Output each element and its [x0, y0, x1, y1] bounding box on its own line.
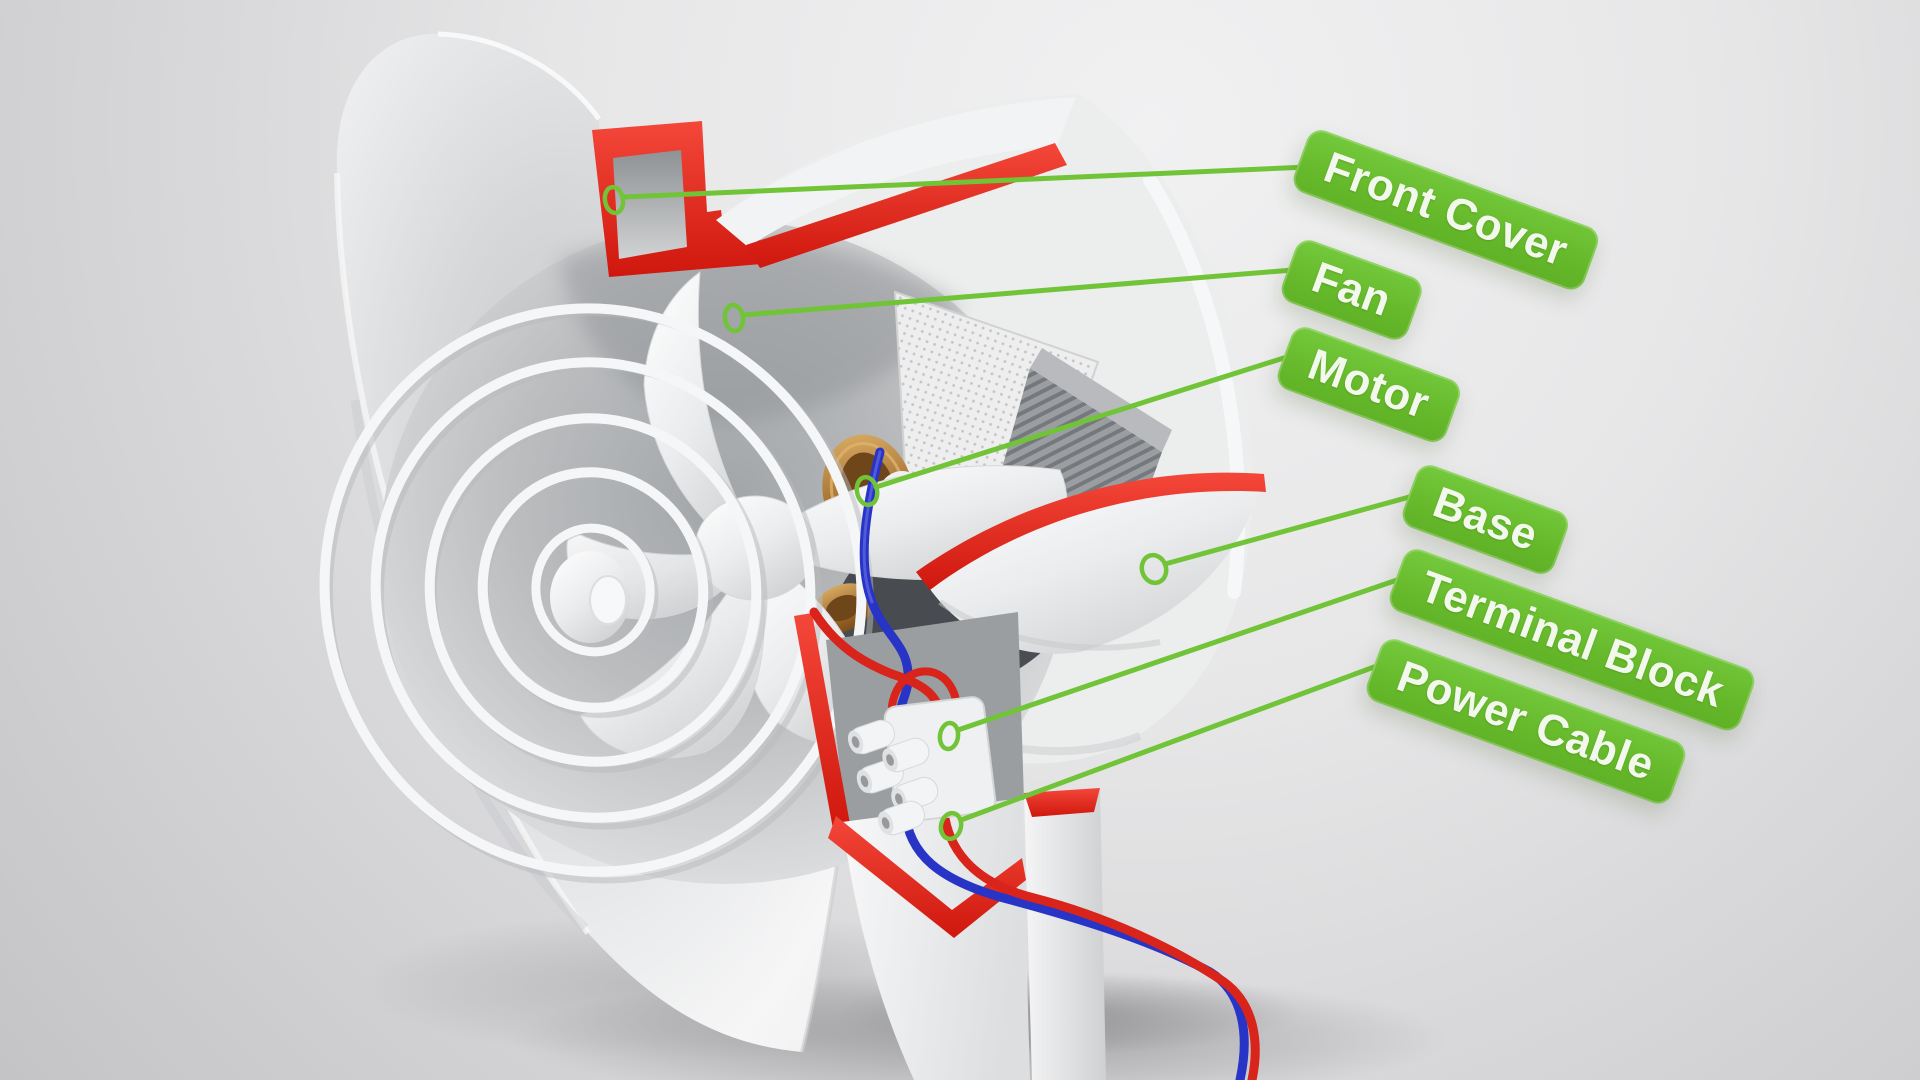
callout-line-motor — [873, 353, 1293, 490]
callout-marker-base — [1139, 552, 1169, 586]
callout-markers — [602, 184, 1169, 842]
callout-line-terminal-block — [955, 576, 1403, 733]
base-cut-edge-v — [828, 816, 1026, 938]
callout-marker-power-cable — [938, 810, 964, 842]
front-cover-cut-edge — [592, 121, 773, 277]
callout-line-fan — [740, 267, 1296, 318]
callout-marker-terminal-block — [937, 720, 961, 752]
callout-line-base — [1162, 493, 1416, 567]
callout-lines — [620, 164, 1416, 823]
wall-plate-cut-edge — [1024, 788, 1100, 817]
base-cut-edge-vertical — [794, 613, 850, 829]
red-wire-loop — [888, 667, 960, 710]
callout-marker-front-cover — [602, 184, 626, 216]
callout-line-front-cover — [620, 164, 1311, 200]
power-cables — [809, 447, 1260, 1080]
back-cover-fin — [716, 97, 1076, 268]
base-wall — [916, 472, 1266, 654]
callout-marker-fan — [722, 302, 746, 334]
terminal-connectors — [847, 719, 939, 836]
grille-hub — [550, 551, 630, 643]
base-cut-edge — [916, 472, 1266, 590]
callout-marker-motor — [854, 474, 880, 508]
back-cover-cut-edge — [746, 143, 1067, 268]
red-wire — [809, 607, 1260, 1080]
callout-line-power-cable — [958, 664, 1377, 823]
